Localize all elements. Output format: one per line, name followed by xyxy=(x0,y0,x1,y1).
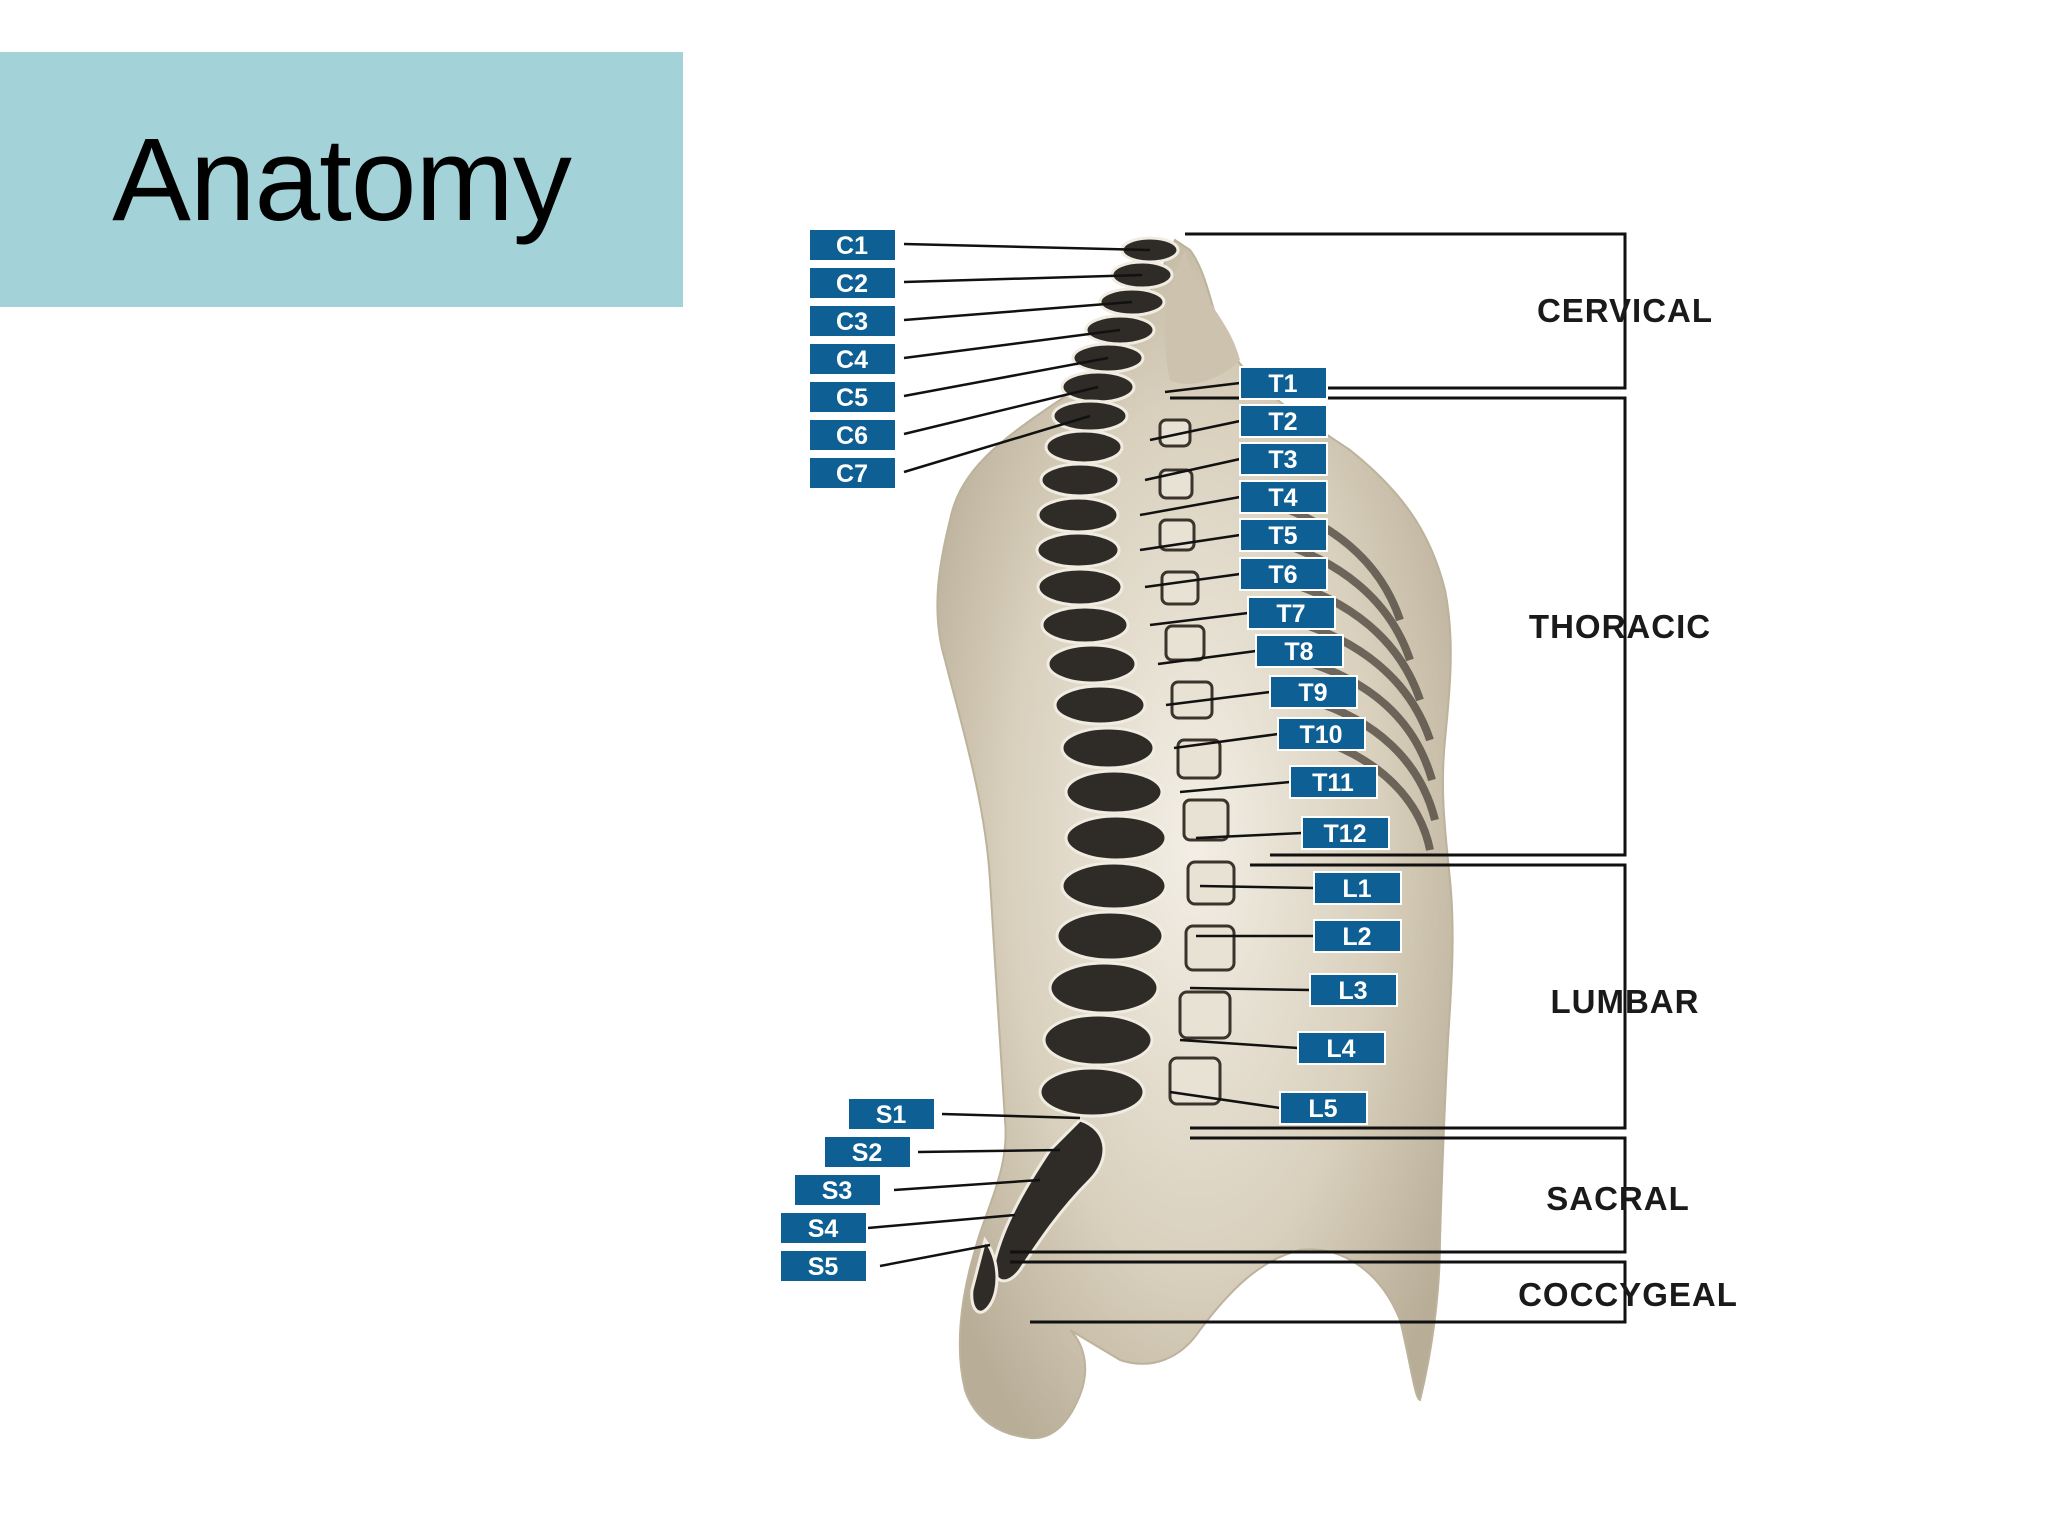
vertebral-column xyxy=(970,236,1180,1314)
region-brackets xyxy=(1010,232,1627,1324)
svg-text:T2: T2 xyxy=(1268,408,1297,436)
vertebra-label-t3: T3 xyxy=(1239,442,1328,476)
leader-lines xyxy=(867,242,1315,1268)
svg-text:C4: C4 xyxy=(836,346,868,374)
svg-text:T1: T1 xyxy=(1268,370,1297,398)
vertebra-label-t4: T4 xyxy=(1239,480,1328,514)
svg-text:S1: S1 xyxy=(876,1101,907,1129)
vertebra-label-l5: L5 xyxy=(1279,1091,1368,1125)
neck-shape xyxy=(1165,250,1240,384)
svg-text:L1: L1 xyxy=(1342,875,1371,903)
svg-text:S5: S5 xyxy=(808,1253,839,1281)
svg-text:L4: L4 xyxy=(1326,1035,1355,1063)
lumbar-labels: L1 L2 L3 L4 L5 xyxy=(1279,871,1402,1125)
sacral-labels: S1 S2 S3 S4 S5 xyxy=(779,1097,936,1283)
svg-text:T8: T8 xyxy=(1284,638,1313,666)
svg-text:T11: T11 xyxy=(1312,769,1354,797)
svg-text:C1: C1 xyxy=(836,232,868,260)
svg-text:C3: C3 xyxy=(836,308,868,336)
svg-text:S3: S3 xyxy=(822,1177,853,1205)
svg-text:C5: C5 xyxy=(836,384,868,412)
vertebra-label-s4: S4 xyxy=(779,1211,868,1245)
vertebra-label-t10: T10 xyxy=(1277,717,1366,751)
vertebra-label-s2: S2 xyxy=(823,1135,912,1169)
region-label-cervical: CERVICAL xyxy=(1537,292,1713,329)
svg-text:S4: S4 xyxy=(808,1215,839,1243)
vertebra-label-c5: C5 xyxy=(808,380,897,414)
vertebra-label-s3: S3 xyxy=(793,1173,882,1207)
vertebra-label-c7: C7 xyxy=(808,456,897,490)
vertebra-label-t11: T11 xyxy=(1289,765,1378,799)
region-label-sacral: SACRAL xyxy=(1546,1180,1690,1217)
vertebra-label-t12: T12 xyxy=(1301,816,1390,850)
svg-text:T4: T4 xyxy=(1268,484,1297,512)
svg-text:L2: L2 xyxy=(1342,923,1371,951)
vertebra-label-c1: C1 xyxy=(808,228,897,262)
title-banner: Anatomy xyxy=(0,52,683,307)
svg-text:T12: T12 xyxy=(1323,820,1366,848)
svg-text:S2: S2 xyxy=(852,1139,883,1167)
svg-text:T5: T5 xyxy=(1268,522,1297,550)
vertebral-bodies xyxy=(1158,418,1236,1106)
vertebra-label-t8: T8 xyxy=(1255,634,1344,668)
vertebra-label-s1: S1 xyxy=(847,1097,936,1131)
vertebra-label-t6: T6 xyxy=(1239,557,1328,591)
vertebra-label-c4: C4 xyxy=(808,342,897,376)
vertebra-label-l4: L4 xyxy=(1297,1031,1386,1065)
vertebra-label-l3: L3 xyxy=(1309,973,1398,1007)
vertebra-label-s5: S5 xyxy=(779,1249,868,1283)
vertebra-label-c3: C3 xyxy=(808,304,897,338)
svg-text:T7: T7 xyxy=(1276,600,1305,628)
svg-text:T6: T6 xyxy=(1268,561,1297,589)
svg-text:T9: T9 xyxy=(1298,679,1327,707)
svg-text:L5: L5 xyxy=(1308,1095,1337,1123)
vertebra-label-c2: C2 xyxy=(808,266,897,300)
region-label-coccygeal: COCCYGEAL xyxy=(1518,1276,1738,1313)
vertebra-label-l1: L1 xyxy=(1313,871,1402,905)
svg-text:T3: T3 xyxy=(1268,446,1297,474)
svg-text:L3: L3 xyxy=(1338,977,1367,1005)
vertebra-label-t1: T1 xyxy=(1239,366,1328,400)
vertebra-label-t2: T2 xyxy=(1239,404,1328,438)
vertebra-label-t7: T7 xyxy=(1247,596,1336,630)
region-label-thoracic: THORACIC xyxy=(1529,608,1711,645)
vertebra-label-t5: T5 xyxy=(1239,518,1328,552)
vertebra-label-l2: L2 xyxy=(1313,919,1402,953)
svg-text:C7: C7 xyxy=(836,460,868,488)
vertebra-label-c6: C6 xyxy=(808,418,897,452)
slide-title: Anatomy xyxy=(112,113,572,246)
svg-text:C6: C6 xyxy=(836,422,868,450)
svg-text:C2: C2 xyxy=(836,270,868,298)
cervical-labels: C1 C2 C3 C4 C5 C6 C7 xyxy=(808,228,897,490)
svg-text:T10: T10 xyxy=(1299,721,1342,749)
region-label-lumbar: LUMBAR xyxy=(1551,983,1700,1020)
vertebra-label-t9: T9 xyxy=(1269,675,1358,709)
thoracic-labels: T1 T2 T3 T4 T5 T6 T7 T8 T9 T10 T11 T12 xyxy=(1239,366,1390,850)
